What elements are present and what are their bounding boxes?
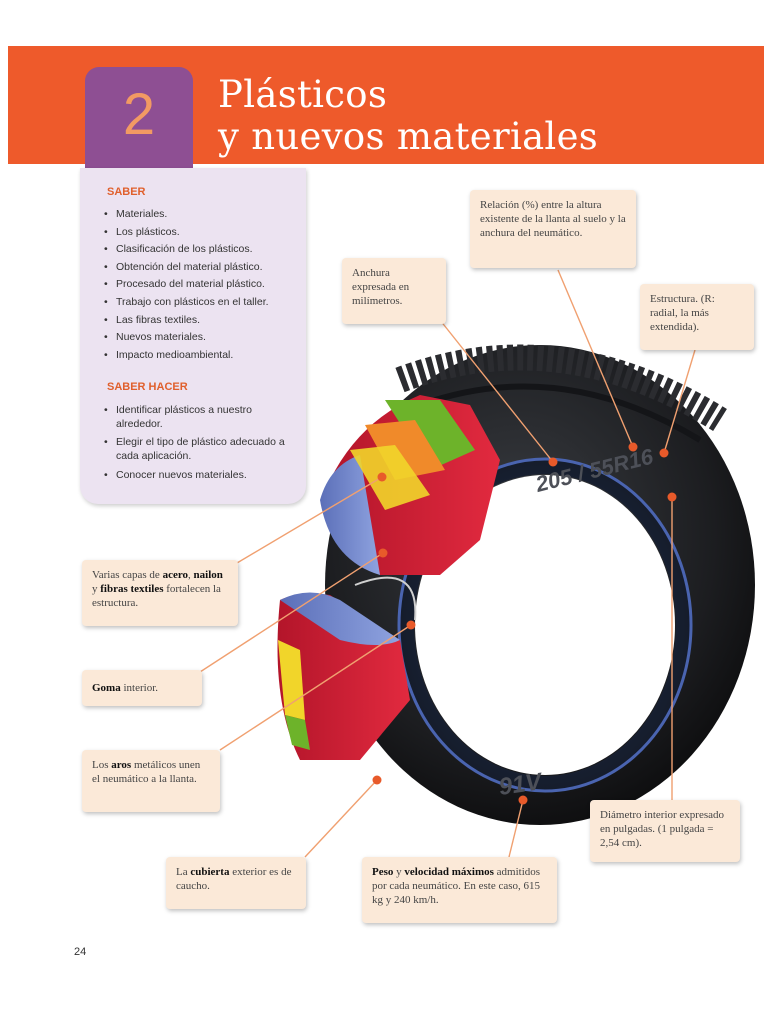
saber-list: Materiales. Los plásticos. Clasificación… [104,206,300,364]
peso-bold-2: velocidad máximos [404,866,494,878]
callout-relacion: Relación (%) entre la altura existente d… [470,190,636,268]
layer-orange [365,420,445,480]
page-title: Plásticos y nuevos materiales [218,74,598,158]
aros-pre: Los [92,759,112,771]
list-item: Nuevos materiales. [104,329,300,347]
list-item: Identificar plásticos a nuestro alrededo… [104,403,300,431]
callout-capas: Varias capas de acero, nailon y fibras t… [82,560,238,626]
callout-aros: Los aros metálicos unen el neumático a l… [82,750,220,812]
tire-load-speed-code: 91V [497,768,545,801]
chapter-number-box: 2 [85,67,193,177]
page-number: 24 [74,946,87,958]
list-item: Los plásticos. [104,224,300,242]
capas-post: fortalecen la estructura. [92,583,221,609]
saber-heading: SABER [107,186,146,198]
leader-lines [199,269,696,858]
callout-peso: Peso y velocidad máximos admitidos por c… [362,857,557,923]
title-line-2: y nuevos materiales [218,115,599,158]
list-item: Procesado del material plástico. [104,276,300,294]
capas-comma: , [188,569,191,581]
list-item: Materiales. [104,206,300,224]
capas-nailon: nailon [193,569,223,581]
tread-pattern [395,344,727,432]
objectives-panel: SABER Materiales. Los plásticos. Clasifi… [80,168,306,504]
tread-groove [418,383,702,443]
list-item: Obtención del material plástico. [104,259,300,277]
lower-layer-yellow [278,640,305,720]
capas-acero: acero [162,569,189,581]
list-item: Trabajo con plásticos en el taller. [104,294,300,312]
callout-anchura: Anchura expresada en milímetros. [342,258,446,324]
tire-hole [415,475,675,775]
capas-fibras: fibras textiles [100,583,164,595]
callout-cubierta: La cubierta exterior es de caucho. [166,857,306,909]
peso-bold: Peso [372,866,394,878]
title-line-1: Plásticos [218,73,388,116]
aros-bold: aros [111,759,132,771]
capas-y: y [92,583,101,595]
callout-diametro: Diámetro interior expresado en pulgadas.… [590,800,740,862]
list-item: Elegir el tipo de plástico adecuado a ca… [104,435,300,463]
goma-bold: Goma [92,682,121,694]
cubierta-pre: La [176,866,191,878]
saber-hacer-heading: SABER HACER [107,381,188,393]
list-item: Las fibras textiles. [104,312,300,330]
inner-rim-line [397,457,693,793]
cubierta-post: exterior es de caucho. [176,866,292,892]
list-item: Clasificación de los plásticos. [104,241,300,259]
lower-layer-green [285,715,310,750]
cutaway-lower-liner [280,592,400,645]
saber-hacer-list: Identificar plásticos a nuestro alrededo… [104,403,300,485]
chapter-number: 2 [122,82,156,147]
callout-goma: Goma interior. [82,670,202,706]
goma-rest: interior. [120,682,159,694]
capas-text: Varias capas de [92,569,163,581]
bead-wire [354,576,417,621]
callout-estructura: Estructura. (R: radial, la más extendida… [640,284,754,350]
peso-y: y [393,866,405,878]
layer-green [385,400,475,470]
leader-dots [372,442,677,805]
list-item: Impacto medioambiental. [104,347,300,365]
cubierta-bold: cubierta [190,866,230,878]
aros-post: metálicos unen el neumático a la llanta. [92,759,201,785]
layer-yellow [350,445,430,510]
list-item: Conocer nuevos materiales. [104,467,300,485]
cutaway-upper-liner [320,455,380,575]
peso-post: admitidos por cada neumático. En este ca… [372,866,541,906]
